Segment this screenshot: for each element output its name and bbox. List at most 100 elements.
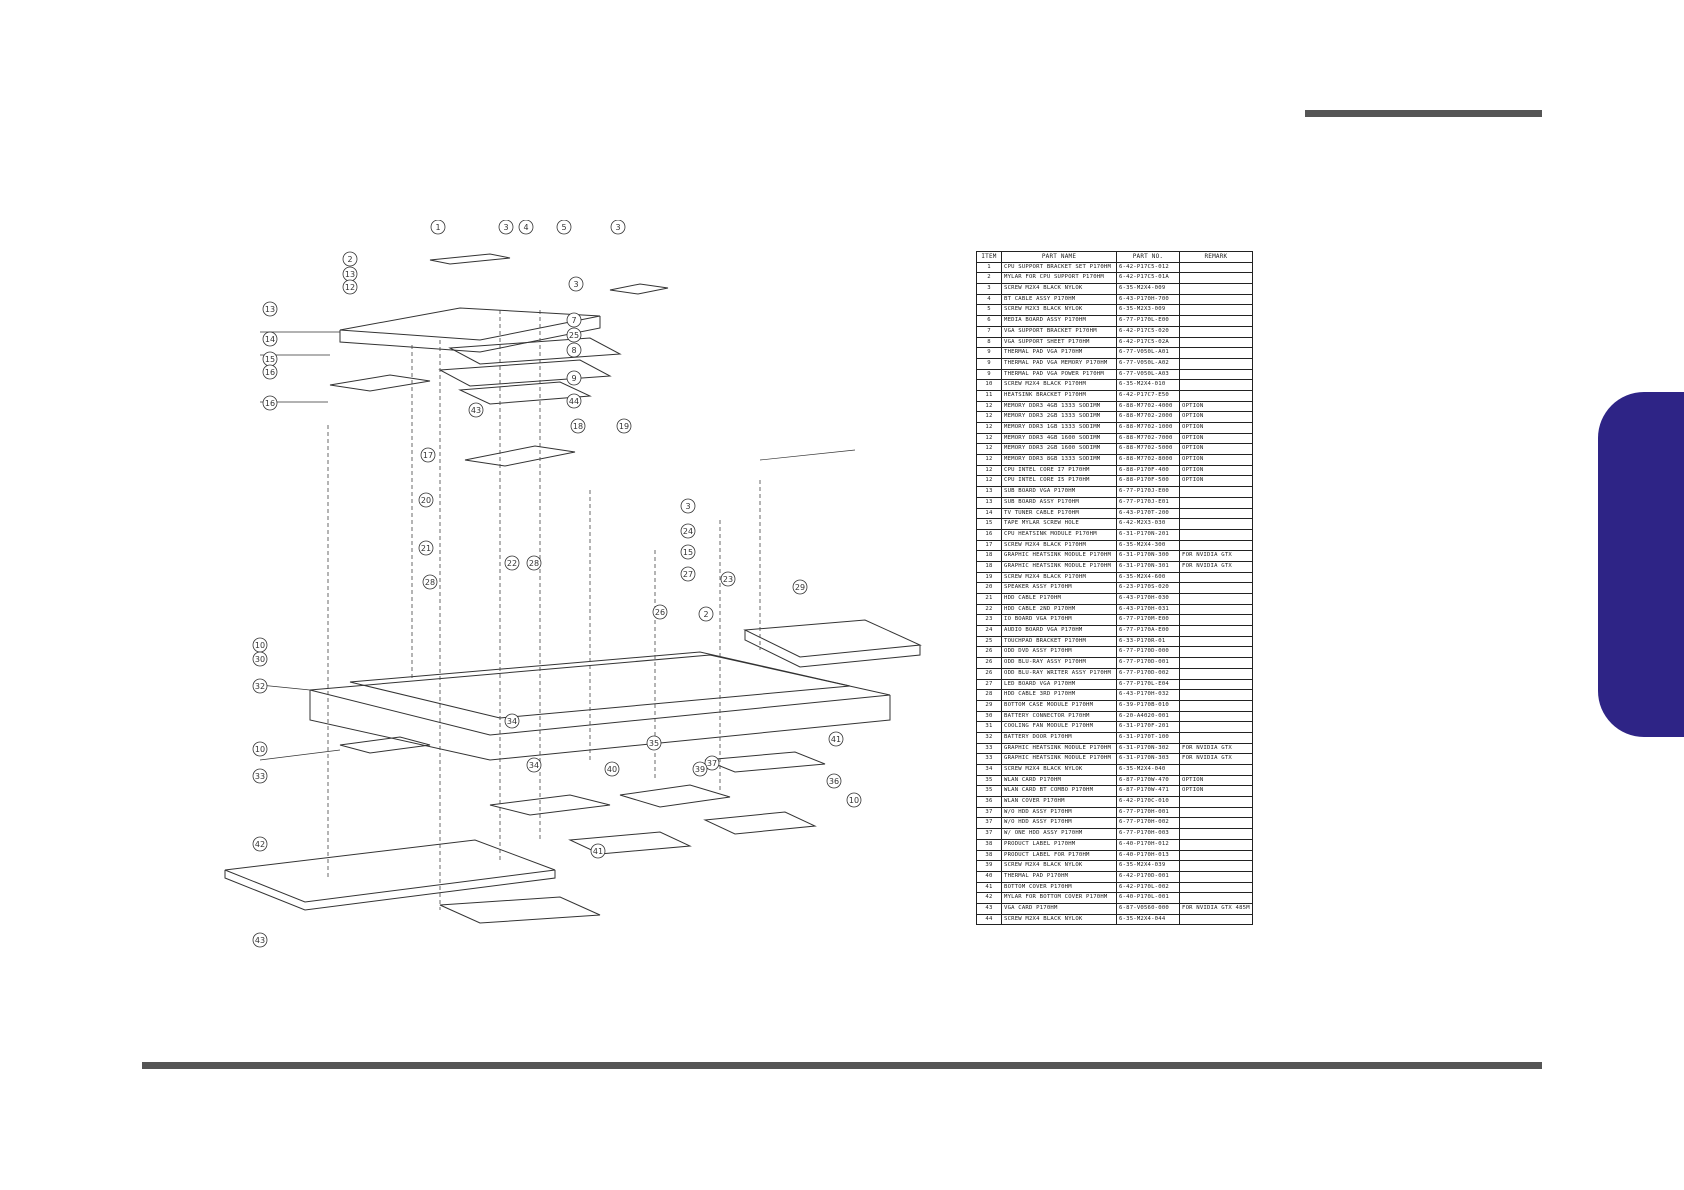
callout-circle [566, 327, 582, 343]
remark [1179, 293, 1253, 306]
remark [1179, 528, 1253, 541]
item-number: 26 [976, 657, 1002, 669]
part-number: 6-31-P170N-301 [1116, 560, 1180, 573]
item-number: 35 [976, 785, 1002, 798]
callout-circle [252, 678, 268, 694]
callout-label: 20 [421, 496, 431, 505]
part-number: 6-77-V050L-A02 [1116, 357, 1180, 370]
item-number: 20 [976, 582, 1002, 594]
part-number: 6-77-P170J-E00 [1116, 486, 1180, 498]
part-number: 6-77-P170D-000 [1116, 646, 1180, 659]
callout-circle [680, 544, 696, 560]
item-number: 19 [976, 571, 1002, 584]
callout-circle [262, 395, 278, 411]
part-name: WLAN COVER P170HM [1001, 796, 1117, 808]
part-number: 6-43-P170H-031 [1116, 603, 1180, 616]
callout-circle [652, 604, 668, 620]
item-number: 40 [976, 870, 1002, 883]
part-number: 6-88-M7702-4000 [1116, 400, 1180, 413]
part-name: HEATSINK BRACKET P170HM [1001, 389, 1117, 402]
part-name: COOLING FAN MODULE P170HM [1001, 721, 1117, 733]
item-number: 29 [976, 699, 1002, 712]
callout-label: 37 [707, 759, 717, 768]
remark: OPTION [1179, 422, 1253, 434]
callout-label: 22 [507, 559, 517, 568]
part-name: TAPE MYLAR SCREW HOLE [1001, 518, 1117, 530]
callout-circle [430, 220, 446, 235]
callout-label: 27 [683, 570, 693, 579]
item-number: 9 [976, 368, 1002, 381]
callout-circle [468, 402, 484, 418]
part-number: 6-35-M2X4-300 [1116, 539, 1180, 552]
callout-circle [568, 276, 584, 292]
part-name: ODD BLU-RAY ASSY P170HM [1001, 657, 1117, 669]
item-number: 38 [976, 838, 1002, 851]
remark [1179, 838, 1253, 851]
callout-label: 17 [423, 451, 433, 460]
remark [1179, 486, 1253, 498]
part-number: 6-88-P170F-500 [1116, 475, 1180, 488]
item-number: 14 [976, 507, 1002, 520]
callout-circle [252, 651, 268, 667]
top-rule [1305, 110, 1542, 117]
part-name: BT CABLE ASSY P170HM [1001, 293, 1117, 306]
item-number: 18 [976, 560, 1002, 573]
part-name: VGA SUPPORT SHEET P170HM [1001, 336, 1117, 349]
part-name: VGA SUPPORT BRACKET P170HM [1001, 325, 1117, 338]
item-number: 25 [976, 635, 1002, 648]
media-board [609, 283, 669, 295]
item-number: 12 [976, 411, 1002, 423]
callout-circle [420, 447, 436, 463]
callout-label: 19 [619, 422, 629, 431]
part-name: SCREW M2X4 BLACK NYLOK [1001, 860, 1117, 872]
odd [743, 619, 922, 658]
callout-circle [422, 574, 438, 590]
part-name: PRODUCT LABEL FOR P170HM [1001, 849, 1117, 862]
part-number: 6-43-P170H-030 [1116, 593, 1180, 605]
remark [1179, 764, 1253, 776]
part-name: MEMORY DDR3 4GB 1333 SODIMM [1001, 400, 1117, 413]
callout-circle [590, 843, 606, 859]
part-number: 6-87-P170W-471 [1116, 785, 1180, 798]
part-number: 6-33-P170R-01 [1116, 635, 1180, 648]
remark [1179, 368, 1253, 381]
callout-circle [526, 757, 542, 773]
part-number: 6-35-M2X4-010 [1116, 379, 1180, 391]
callout-label: 15 [265, 355, 275, 364]
callout-circle [610, 220, 626, 235]
remark [1179, 389, 1253, 402]
part-number: 6-87-P170W-470 [1116, 774, 1180, 787]
callout-circle [846, 792, 862, 808]
part-name: CPU SUPPORT BRACKET SET P170HM [1001, 261, 1117, 274]
remark [1179, 582, 1253, 594]
chassis-inner [349, 651, 851, 719]
item-number: 12 [976, 475, 1002, 488]
item-number: 31 [976, 721, 1002, 733]
part-name: ODD DVD ASSY P170HM [1001, 646, 1117, 659]
chapter-tab[interactable] [1598, 392, 1684, 737]
part-number: 6-42-P17C5-020 [1116, 325, 1180, 338]
part-name: THERMAL PAD VGA P170HM [1001, 347, 1117, 359]
item-number: 37 [976, 817, 1002, 830]
remark [1179, 849, 1253, 862]
item-number: 16 [976, 528, 1002, 541]
remark: OPTION [1179, 464, 1253, 477]
part-number: 6-35-M2X4-009 [1116, 283, 1180, 295]
cpu-bracket [429, 253, 511, 265]
item-number: 43 [976, 902, 1002, 915]
